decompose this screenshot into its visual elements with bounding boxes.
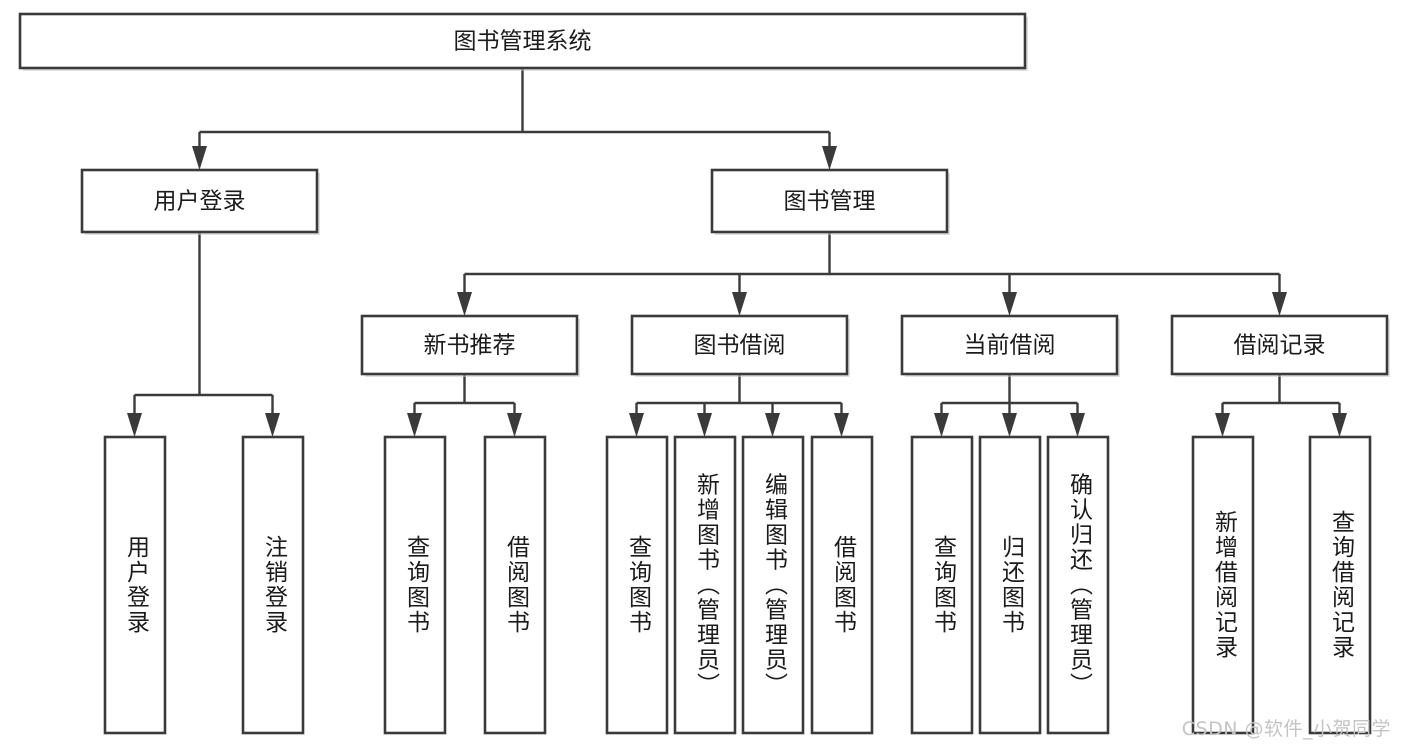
- node-borrow-record-box[interactable]: [1170, 314, 1389, 376]
- node-new-book-recommend-box[interactable]: [360, 314, 579, 376]
- node-borrow-record-label: 借阅记录: [1234, 333, 1326, 359]
- leaf-query-book-1-box[interactable]: [383, 435, 447, 735]
- leaf-query-record-box[interactable]: [1308, 435, 1372, 735]
- node-current-borrow-box[interactable]: [900, 314, 1119, 376]
- arrow-head-book-borrow: [732, 292, 747, 316]
- connector-layer: [127, 68, 1347, 437]
- node-user-login[interactable]: 用户登录: [80, 168, 320, 235]
- node-borrow-record[interactable]: 借阅记录: [1170, 314, 1390, 377]
- leaf-query-book-1[interactable]: 查询图书: [383, 435, 447, 735]
- node-current-borrow[interactable]: 当前借阅: [900, 314, 1120, 377]
- arrow-head-leaf-query-book-3: [934, 413, 949, 437]
- leaf-edit-book-label: 编辑图书（管理员）: [761, 473, 789, 698]
- arrow-head-leaf-add-record: [1215, 413, 1230, 437]
- node-book-manage[interactable]: 图书管理: [710, 168, 950, 235]
- arrow-head-leaf-confirm-return: [1070, 413, 1085, 437]
- leaf-return-book[interactable]: 归还图书: [978, 435, 1042, 735]
- leaf-edit-book-box[interactable]: [741, 435, 805, 735]
- leaf-user-login-box[interactable]: [103, 435, 167, 735]
- leaf-query-book-3[interactable]: 查询图书: [910, 435, 974, 735]
- node-new-book-recommend-label: 新书推荐: [424, 333, 516, 359]
- leaf-borrow-book-1-label: 借阅图书: [503, 535, 531, 635]
- node-book-borrow[interactable]: 图书借阅: [630, 314, 850, 377]
- leaf-add-record[interactable]: 新增借阅记录: [1191, 435, 1255, 735]
- arrow-head-book-manage: [822, 146, 837, 170]
- leaf-borrow-book-2[interactable]: 借阅图书: [810, 435, 874, 735]
- leaf-query-record-label: 查询借阅记录: [1328, 510, 1356, 660]
- leaf-logout-login[interactable]: 注销登录: [241, 435, 305, 735]
- arrow-head-user-login: [192, 146, 207, 170]
- node-new-book-recommend[interactable]: 新书推荐: [360, 314, 580, 377]
- node-root-box[interactable]: [18, 12, 1027, 70]
- leaf-confirm-return-box[interactable]: [1046, 435, 1110, 735]
- leaf-return-book-box[interactable]: [978, 435, 1042, 735]
- leaf-query-record[interactable]: 查询借阅记录: [1308, 435, 1372, 735]
- arrow-head-leaf-borrow-book-2: [834, 413, 849, 437]
- leaf-logout-login-box[interactable]: [241, 435, 305, 735]
- leaf-add-book-box[interactable]: [673, 435, 737, 735]
- arrow-head-borrow-record: [1272, 292, 1287, 316]
- leaf-add-record-label: 新增借阅记录: [1211, 510, 1239, 660]
- leaf-user-login[interactable]: 用户登录: [103, 435, 167, 735]
- node-root-label: 图书管理系统: [454, 29, 592, 55]
- leaf-add-book[interactable]: 新增图书（管理员）: [673, 435, 737, 735]
- node-book-manage-box[interactable]: [710, 168, 949, 234]
- arrow-head-leaf-logout-login: [265, 413, 280, 437]
- arrow-head-leaf-add-book: [697, 413, 712, 437]
- leaf-logout-login-label: 注销登录: [261, 535, 289, 635]
- arrow-head-leaf-edit-book: [765, 413, 780, 437]
- node-user-login-label: 用户登录: [154, 189, 246, 215]
- node-current-borrow-label: 当前借阅: [964, 333, 1056, 359]
- node-root[interactable]: 图书管理系统: [18, 12, 1028, 71]
- arrow-head-leaf-query-book-2: [629, 413, 644, 437]
- leaf-query-book-2[interactable]: 查询图书: [605, 435, 669, 735]
- arrow-head-leaf-query-record: [1332, 413, 1347, 437]
- node-book-manage-label: 图书管理: [784, 189, 876, 215]
- leaf-edit-book[interactable]: 编辑图书（管理员）: [741, 435, 805, 735]
- arrow-head-current-borrow: [1002, 292, 1017, 316]
- node-book-borrow-box[interactable]: [630, 314, 849, 376]
- leaf-confirm-return[interactable]: 确认归还（管理员）: [1046, 435, 1110, 735]
- arrow-head-leaf-query-book-1: [407, 413, 422, 437]
- node-user-login-box[interactable]: [80, 168, 319, 234]
- leaf-user-login-label: 用户登录: [123, 535, 151, 635]
- leaf-borrow-book-2-label: 借阅图书: [830, 535, 858, 635]
- leaf-query-book-3-box[interactable]: [910, 435, 974, 735]
- arrow-head-leaf-return-book: [1002, 413, 1017, 437]
- leaf-query-book-1-label: 查询图书: [403, 535, 431, 635]
- leaf-query-book-3-label: 查询图书: [930, 535, 958, 635]
- arrow-head-leaf-user-login: [127, 413, 142, 437]
- leaf-add-book-label: 新增图书（管理员）: [693, 473, 721, 698]
- leaf-query-book-2-label: 查询图书: [625, 535, 653, 635]
- arrow-head-new-book-recommend: [457, 292, 472, 316]
- node-book-borrow-label: 图书借阅: [694, 333, 786, 359]
- arrow-head-leaf-borrow-book-1: [507, 413, 522, 437]
- leaf-borrow-book-1[interactable]: 借阅图书: [483, 435, 547, 735]
- leaf-query-book-2-box[interactable]: [605, 435, 669, 735]
- leaf-borrow-book-1-box[interactable]: [483, 435, 547, 735]
- leaf-borrow-book-2-box[interactable]: [810, 435, 874, 735]
- leaf-return-book-label: 归还图书: [998, 535, 1026, 635]
- leaf-confirm-return-label: 确认归还（管理员）: [1066, 473, 1094, 698]
- leaf-add-record-box[interactable]: [1191, 435, 1255, 735]
